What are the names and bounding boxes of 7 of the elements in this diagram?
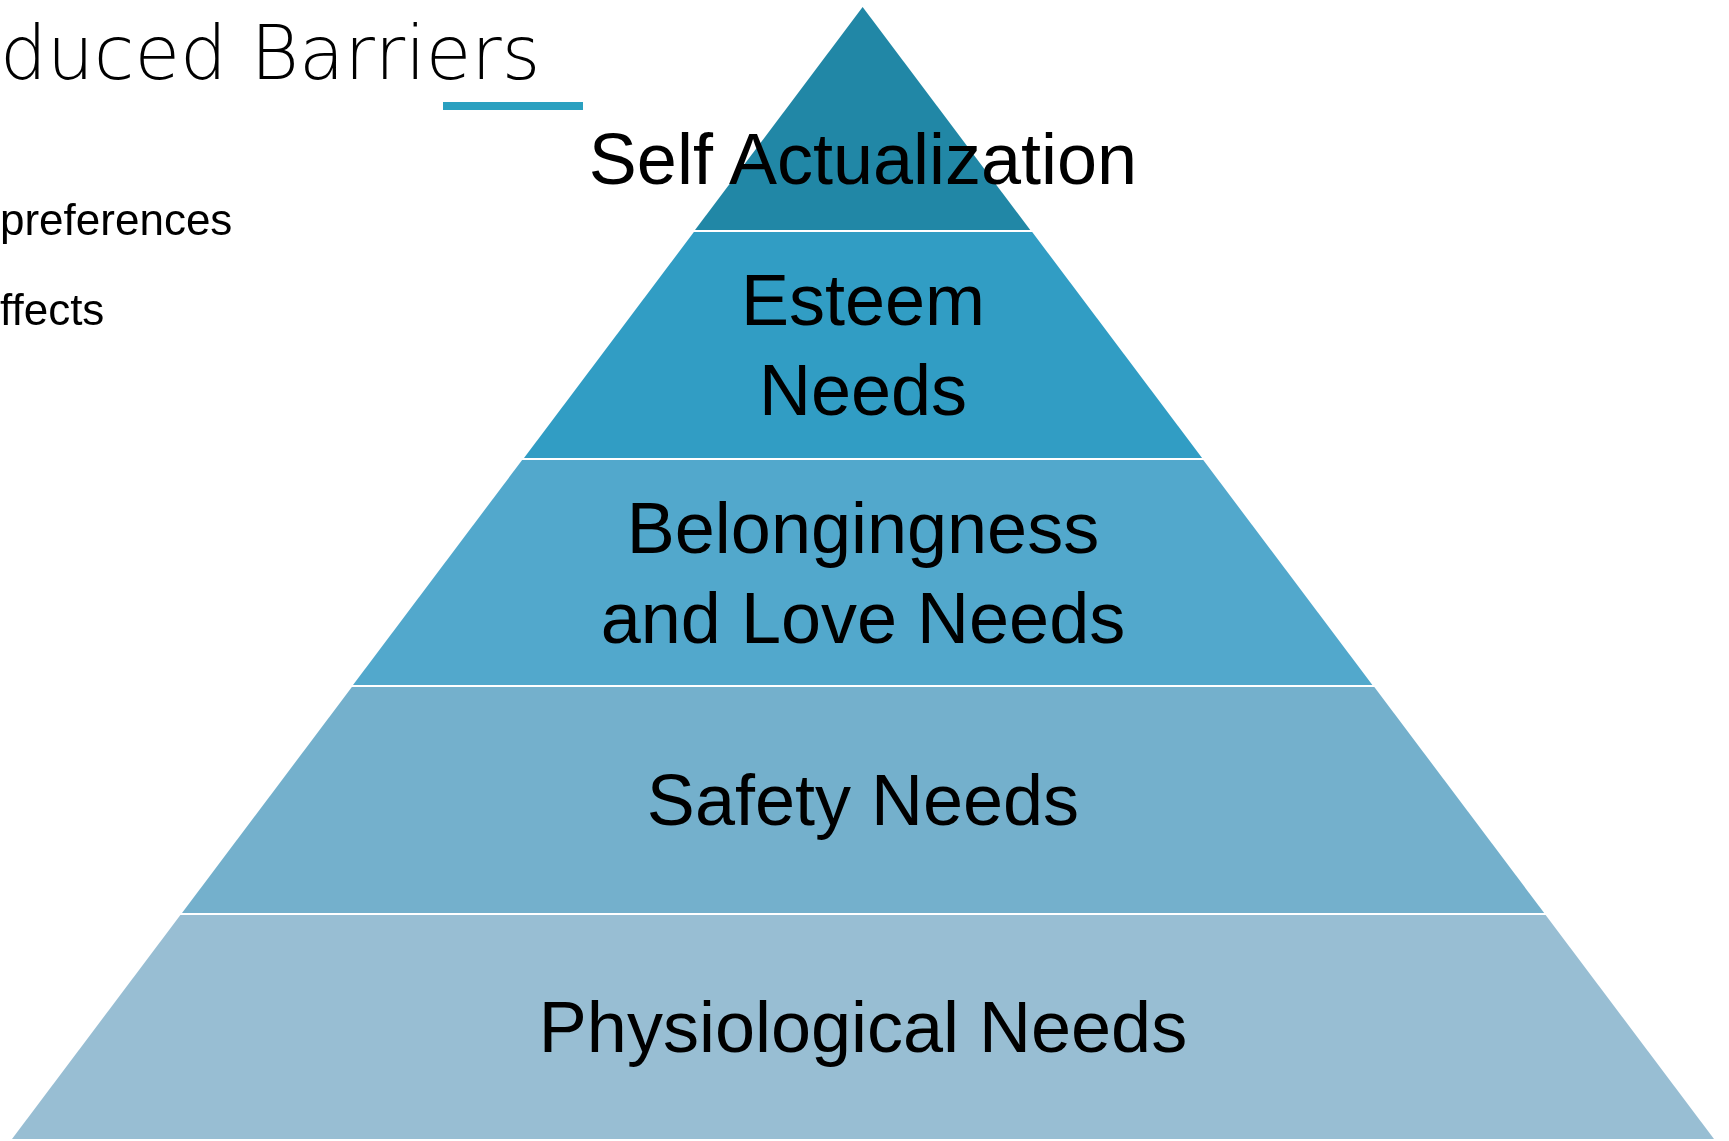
bullet-text: preferences [0, 195, 233, 245]
level-label: Physiological Needs [537, 986, 1189, 1069]
bullet-text: ffects [0, 285, 105, 335]
level-label: Safety Needs [645, 759, 1081, 842]
level-label: Esteem Needs [739, 259, 987, 432]
heading-text: duced Barriers [0, 10, 541, 96]
level-label: Belongingness and Love Needs [599, 486, 1127, 660]
